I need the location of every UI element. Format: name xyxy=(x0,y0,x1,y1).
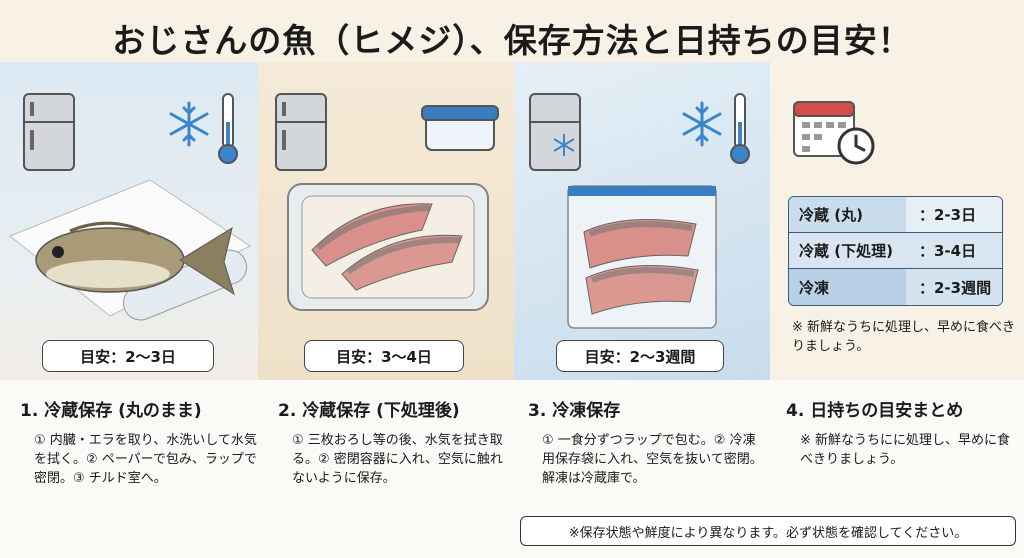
shelf-life-row: 冷蔵 (下処理) ：3-4日 xyxy=(789,233,1002,269)
days-badge: 目安：3〜4日 xyxy=(304,340,464,372)
section-body: ① 三枚おろし等の後、水気を拭き取る。② 密閉容器に入れ、空気に触れないように保… xyxy=(292,433,503,486)
storage-duration: ：2-3週間 xyxy=(919,278,992,297)
fish-on-paper-image xyxy=(9,179,251,321)
thermometer-icon xyxy=(730,93,750,164)
freezer-bag-image xyxy=(567,185,717,329)
section-summary: 4. 日持ちの目安まとめ ※ 新鮮なうちにに処理し、早めに食べきりましょう。 xyxy=(786,396,1016,469)
shelf-life-table: 冷蔵 (丸) ：2-3日 冷蔵 (下処理) ：3-4日 冷凍 ：2-3週間 xyxy=(788,196,1003,306)
refrigerator-icon xyxy=(23,93,75,171)
section-fridge-whole: 1. 冷蔵保存 (丸のまま) ① 内臓・エラを取り、水洗いして水気を拭く。② ペ… xyxy=(20,396,260,488)
days-badge: 目安：2〜3日 xyxy=(42,340,214,372)
storage-type: 冷凍 xyxy=(799,278,830,297)
food-container-icon xyxy=(421,105,499,151)
storage-type: 冷蔵 (下処理) xyxy=(799,242,893,260)
snowflake-icon xyxy=(682,101,722,147)
section-fridge-prepped: 2. 冷蔵保存 (下処理後) ① 三枚おろし等の後、水気を拭き取る。② 密閉容器… xyxy=(278,396,514,488)
days-badge: 目安：2〜3週間 xyxy=(556,340,724,372)
footer-note: ※保存状態や鮮度により異なります。必ず状態を確認してください。 xyxy=(520,516,1016,546)
storage-duration: ：3-4日 xyxy=(919,242,977,260)
shelf-life-row: 冷蔵 (丸) ：2-3日 xyxy=(789,197,1002,233)
summary-note: ※ 新鮮なうちに処理し、早めに食べきりましょう。 xyxy=(792,320,1016,354)
storage-duration: ：2-3日 xyxy=(919,206,977,224)
freezer-icon xyxy=(529,93,581,171)
storage-type: 冷蔵 (丸) xyxy=(799,206,863,224)
clock-icon xyxy=(837,127,875,165)
section-heading: 4. 日持ちの目安まとめ xyxy=(786,401,964,421)
snowflake-icon xyxy=(169,101,209,147)
section-heading: 3. 冷凍保存 xyxy=(528,401,621,421)
thermometer-icon xyxy=(218,93,238,164)
section-body: ※ 新鮮なうちにに処理し、早めに食べきりましょう。 xyxy=(800,433,1011,467)
shelf-life-row: 冷凍 ：2-3週間 xyxy=(789,269,1002,305)
container-with-fillets-image xyxy=(287,183,489,311)
section-body: ① 内臓・エラを取り、水洗いして水気を拭く。② ペーパーで包み、ラップで密閉。③… xyxy=(34,433,257,486)
section-freezer: 3. 冷凍保存 ① 一食分ずつラップで包む。② 冷凍用保存袋に入れ、空気を抜いて… xyxy=(528,396,764,488)
section-body: ① 一食分ずつラップで包む。② 冷凍用保存袋に入れ、空気を抜いて密閉。解凍は冷蔵… xyxy=(542,433,763,486)
section-heading: 2. 冷蔵保存 (下処理後) xyxy=(278,401,460,421)
page-title: おじさんの魚（ヒメジ）、保存方法と日持ちの目安！ xyxy=(112,21,912,60)
refrigerator-icon xyxy=(275,93,327,171)
section-heading: 1. 冷蔵保存 (丸のまま) xyxy=(20,401,202,421)
